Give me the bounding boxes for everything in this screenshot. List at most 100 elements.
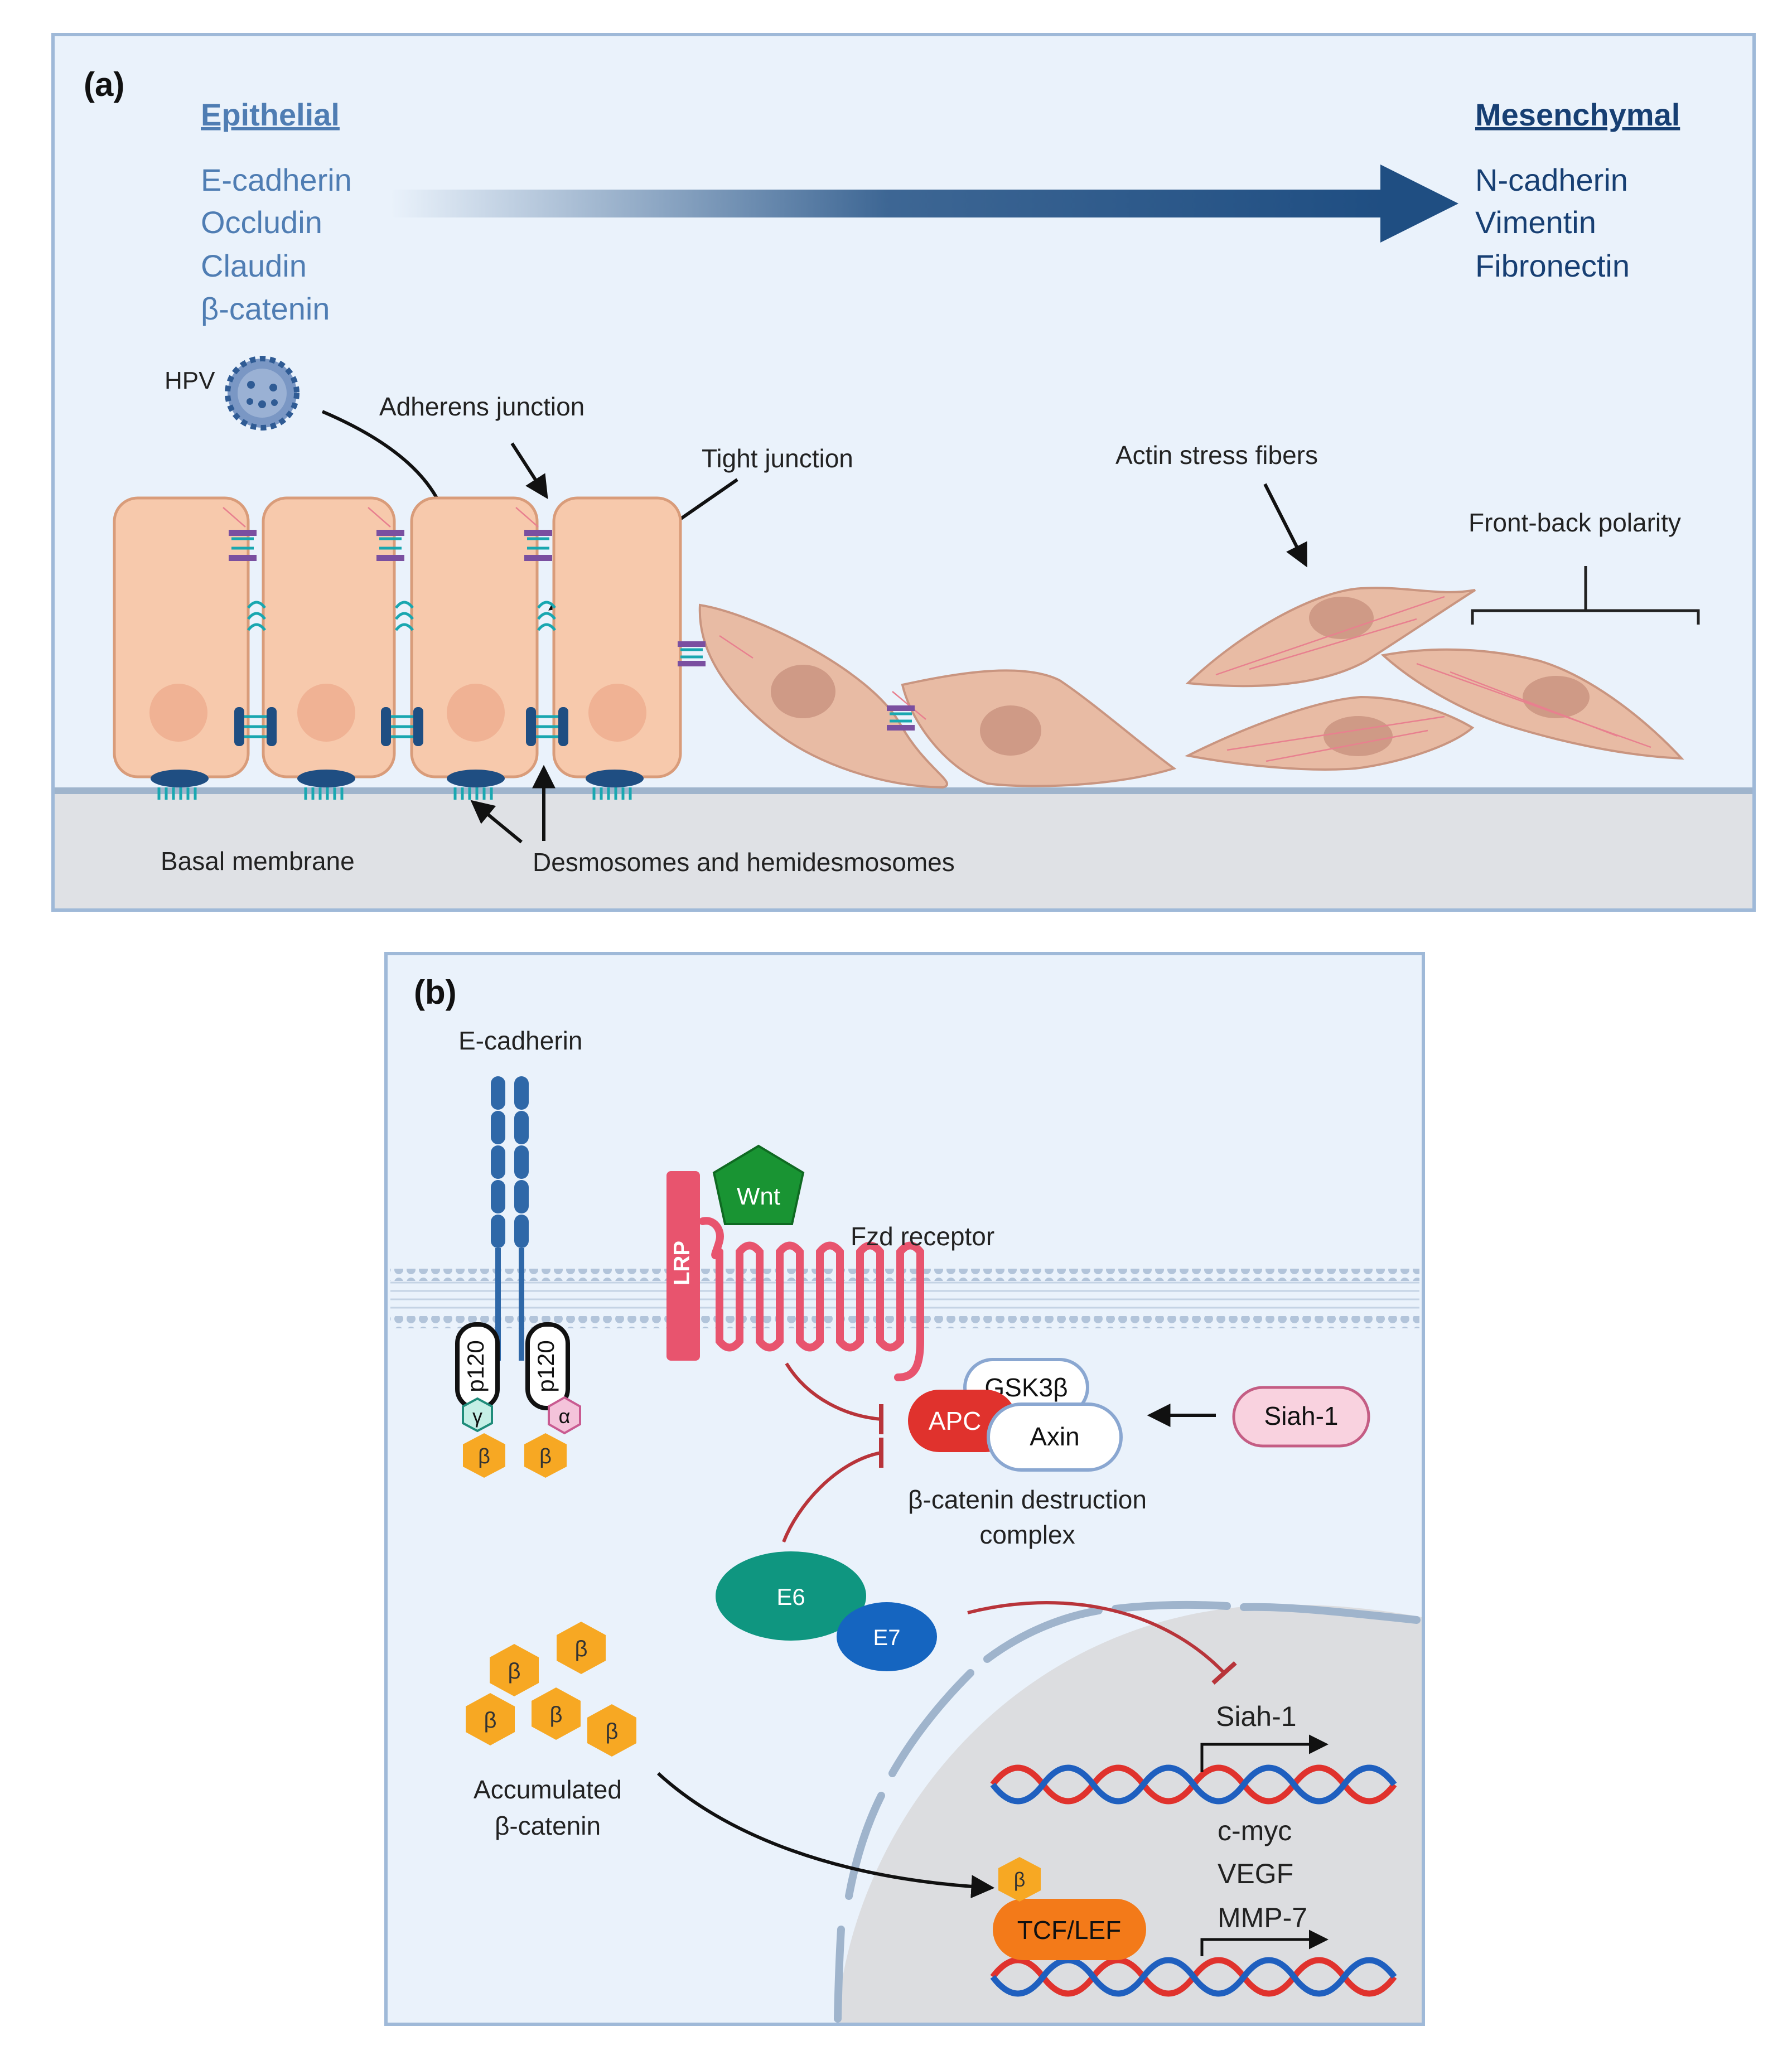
panel-a: (a) Epithelial E-cadherin Occludin Claud… — [51, 33, 1756, 912]
svg-text:β: β — [549, 1703, 562, 1727]
p120-right: p120 — [525, 1322, 570, 1410]
fzd-inhibition-arrow — [785, 1362, 882, 1421]
beta-catenin-free-2: β — [557, 1622, 606, 1674]
mesenchymal-cell-1 — [1185, 587, 1476, 688]
plasma-membrane — [390, 1269, 1419, 1328]
nucleus — [837, 1604, 1422, 2023]
beta-catenin-pool: β β β β β — [466, 1622, 636, 1757]
epithelial-cell-4 — [552, 496, 682, 778]
nuclear-translocation-arrow — [656, 1772, 995, 1899]
axin-subunit: Axin — [987, 1402, 1123, 1472]
adherens-junction-arrow — [510, 442, 548, 500]
front-back-polarity-bracket — [1471, 566, 1700, 625]
epithelial-cell-3 — [410, 496, 539, 778]
tight-junction-1 — [247, 601, 266, 631]
tight-junction-3 — [537, 601, 556, 631]
actin-stress-fibers-arrow — [1263, 483, 1307, 568]
hemidesmosome-1 — [151, 770, 209, 800]
dna-siah1-locus — [990, 1764, 1397, 1805]
fzd-receptor — [699, 1217, 924, 1381]
beta-catenin-nuclear: β — [998, 1857, 1041, 1902]
mesenchymal-marker-fibronectin: Fibronectin — [1475, 248, 1630, 283]
destruction-complex-label-line2: complex — [979, 1520, 1075, 1549]
hpv-virus-icon — [225, 356, 300, 431]
beta-catenin-free-5: β — [587, 1704, 636, 1757]
actin-stress-fibers-label: Actin stress fibers — [1115, 441, 1318, 470]
e-cadherin-dimer — [491, 1076, 529, 1361]
actin-stress-fibers — [223, 507, 1651, 762]
adherens-junction-label: Adherens junction — [379, 392, 585, 421]
siah1-gene-label: Siah-1 — [1216, 1701, 1297, 1732]
svg-text:β: β — [484, 1708, 496, 1733]
tcf-lef-factor: TCF/LEF — [993, 1899, 1146, 1960]
mesenchymal-title: Mesenchymal — [1475, 97, 1680, 132]
mesenchymal-cell-2 — [1184, 695, 1475, 771]
hemidesmosome-2 — [297, 770, 355, 800]
beta-catenin-bound-right: β — [524, 1433, 567, 1478]
target-gene-vegf: VEGF — [1218, 1858, 1293, 1889]
e6-inhibition-arrow — [782, 1451, 882, 1543]
svg-text:Siah-1: Siah-1 — [1264, 1401, 1339, 1430]
beta-catenin-bound-left: β — [463, 1433, 505, 1478]
basement-membrane-region — [55, 791, 1752, 908]
e6-oncoprotein: E6 — [716, 1551, 866, 1641]
beta-catenin-free-3: β — [466, 1693, 515, 1745]
nuclear-envelope — [834, 1600, 1421, 2023]
residual-junction-2 — [887, 705, 915, 731]
siah1-protein: Siah-1 — [1232, 1386, 1370, 1448]
svg-text:β: β — [478, 1445, 490, 1468]
gamma-catenin: γ — [462, 1397, 493, 1433]
epithelial-marker-occludin: Occludin — [201, 205, 322, 240]
svg-text:β: β — [605, 1719, 618, 1744]
basal-membrane-label: Basal membrane — [161, 847, 355, 876]
epithelial-title: Epithelial — [201, 97, 340, 132]
accumulated-beta-catenin-label-line1: Accumulated — [474, 1775, 622, 1804]
p120-left: p120 — [455, 1322, 500, 1410]
desmosome-2 — [381, 707, 423, 746]
alpha-catenin: α — [548, 1396, 581, 1435]
hemidesmosome-3 — [447, 770, 505, 800]
desmosome-3 — [526, 707, 568, 746]
svg-text:β: β — [508, 1659, 520, 1684]
wnt-ligand: Wnt — [712, 1144, 805, 1225]
epithelial-cell-1 — [113, 496, 250, 778]
svg-text:LRP: LRP — [670, 1241, 694, 1285]
adherens-junction-1 — [229, 530, 257, 561]
mesenchymal-marker-vimentin: Vimentin — [1475, 205, 1596, 240]
panel-b: (b) E-cadherin p120 p120 γ — [384, 952, 1425, 2026]
epithelial-marker-claudin: Claudin — [201, 248, 307, 283]
epithelial-marker-beta-catenin: β-catenin — [201, 291, 330, 326]
svg-text:Wnt: Wnt — [737, 1183, 780, 1210]
desmosomes-label: Desmosomes and hemidesmosomes — [533, 848, 955, 877]
residual-junction-1 — [678, 641, 706, 666]
lrp-coreceptor: LRP — [666, 1171, 700, 1361]
beta-catenin-free-1: β — [490, 1644, 539, 1696]
panel-b-label: (b) — [414, 974, 457, 1011]
svg-text:p120: p120 — [462, 1340, 489, 1392]
siah1-transcription-arrow — [1200, 1734, 1329, 1772]
epithelial-marker-ecadherin: E-cadherin — [201, 162, 352, 197]
epithelial-cell-2 — [262, 496, 396, 778]
e7-oncoprotein: E7 — [837, 1602, 937, 1671]
target-gene-c-myc: c-myc — [1218, 1815, 1292, 1846]
beta-catenin-free-4: β — [532, 1687, 581, 1740]
mesenchymal-marker-ncadherin: N-cadherin — [1475, 162, 1628, 197]
svg-text:β: β — [539, 1445, 552, 1468]
svg-text:APC: APC — [929, 1406, 982, 1435]
fzd-receptor-label: Fzd receptor — [851, 1222, 994, 1251]
tight-junction-label: Tight junction — [702, 444, 853, 473]
svg-text:Axin: Axin — [1030, 1422, 1079, 1451]
svg-text:γ: γ — [472, 1405, 482, 1428]
tight-junction-2 — [395, 601, 414, 631]
adherens-junction-3 — [524, 530, 552, 561]
panel-a-label: (a) — [84, 66, 124, 103]
accumulated-beta-catenin-label-line2: β-catenin — [495, 1811, 601, 1840]
adherens-junction-2 — [376, 530, 404, 561]
target-gene-mmp7: MMP-7 — [1218, 1902, 1307, 1933]
svg-text:β: β — [1014, 1868, 1026, 1891]
target-transcription-arrow — [1200, 1929, 1329, 1956]
transitioning-cell-1 — [698, 603, 948, 789]
hpv-label: HPV — [165, 367, 215, 394]
transitioning-cell-2 — [901, 669, 1177, 787]
